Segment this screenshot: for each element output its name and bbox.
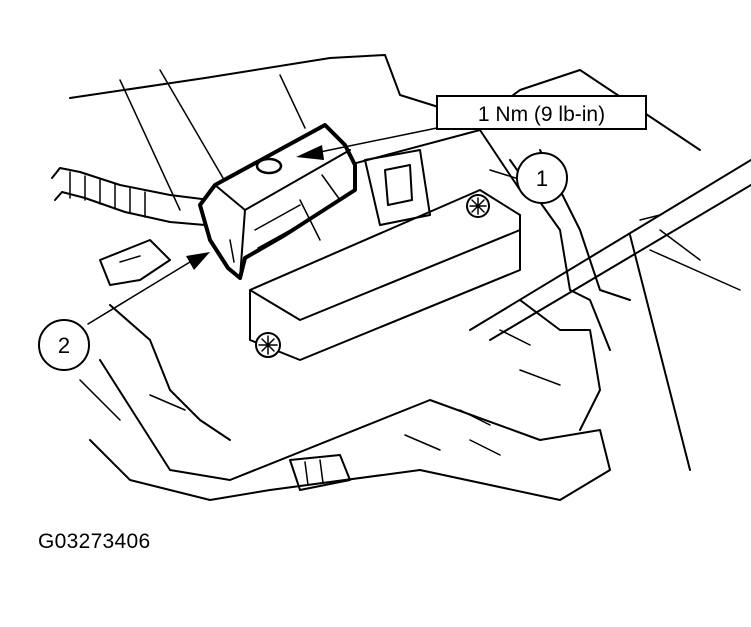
callout-1-number: 1 <box>536 166 548 191</box>
callout-2-number: 2 <box>58 333 70 358</box>
lower-panel <box>79 299 611 501</box>
wiring-harness <box>51 167 211 286</box>
bracket-bolt <box>466 194 490 218</box>
module <box>198 123 357 280</box>
callout-2: 2 <box>38 252 210 371</box>
torque-spec-label: 1 Nm (9 lb-in) <box>436 95 647 130</box>
figure-id: G03273406 <box>38 530 151 553</box>
right-structure <box>469 149 751 471</box>
torque-leader-arrow <box>296 127 438 160</box>
lower-connector <box>289 454 351 491</box>
callout-1: 1 <box>489 152 568 204</box>
torque-spec-text: 1 Nm (9 lb-in) <box>478 103 605 126</box>
retaining-nut <box>255 332 281 358</box>
